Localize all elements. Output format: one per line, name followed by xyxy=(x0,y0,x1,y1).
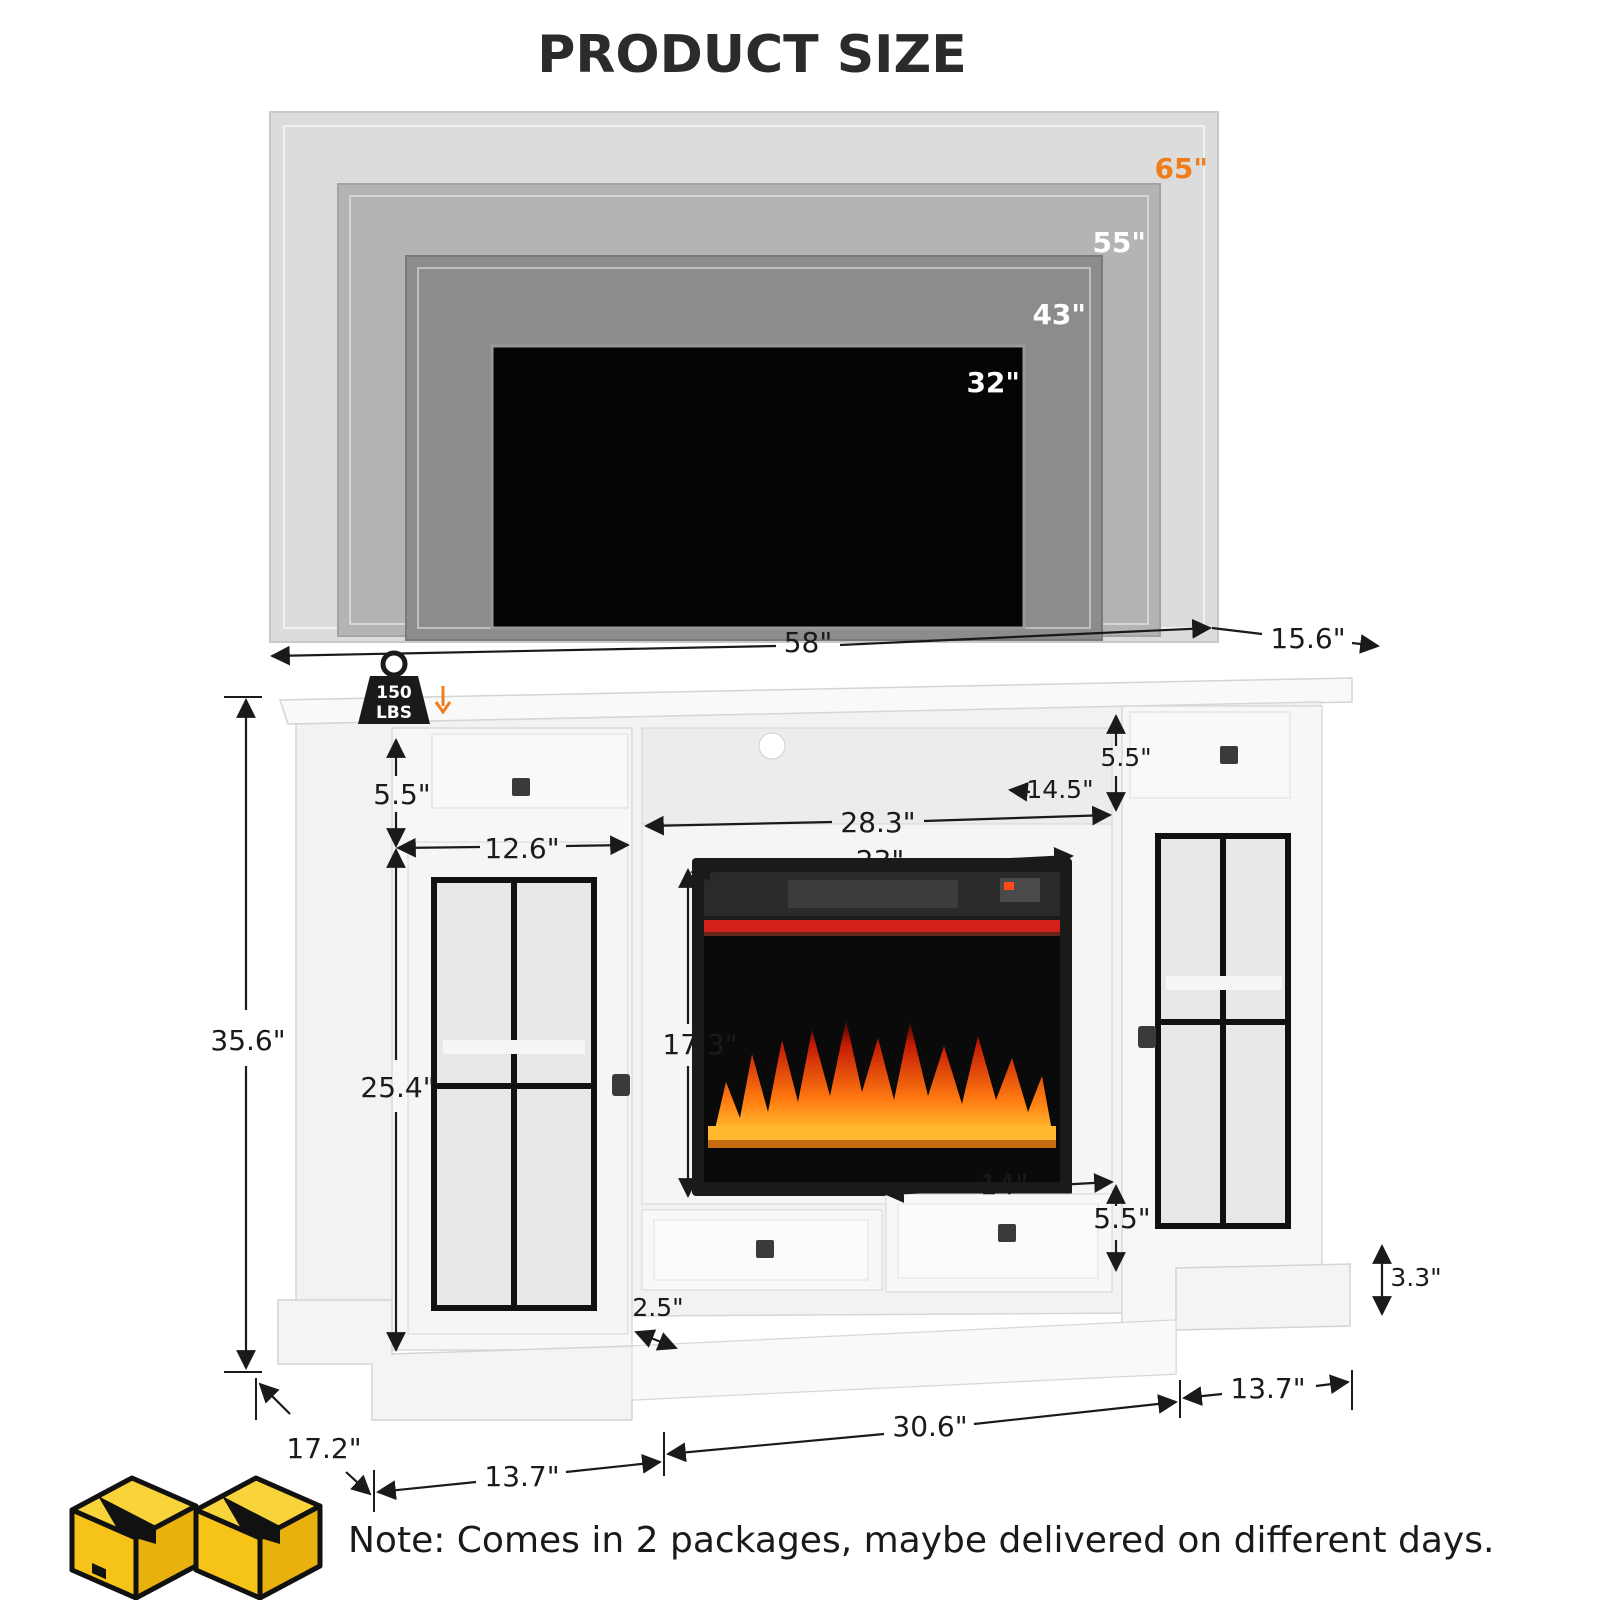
step-depth-label: 2.5" xyxy=(632,1293,683,1322)
weight-value: 150 xyxy=(376,683,412,703)
tv-32-label: 32" xyxy=(966,366,1020,399)
shelf-depth-label: 14.5" xyxy=(1026,775,1093,804)
tv-55-label: 55" xyxy=(1092,226,1146,259)
base-left-width-label: 13.7" xyxy=(484,1460,559,1493)
tv-65-label: 65" xyxy=(1154,152,1208,185)
tv-32-screen xyxy=(490,344,1026,630)
fireplace-tv-stand xyxy=(277,677,1353,1421)
right-drawer-knob xyxy=(1220,746,1238,764)
base-depth-label: 17.2" xyxy=(286,1432,361,1465)
left-drawer-knob xyxy=(512,778,530,796)
side-width-label: 12.6" xyxy=(484,832,559,865)
base-height-label: 3.3" xyxy=(1390,1263,1441,1292)
top-width-label: 58" xyxy=(784,626,833,659)
center-width-label: 28.3" xyxy=(840,806,915,839)
weight-capacity-badge: 150 LBS xyxy=(358,650,452,724)
electric-fireplace xyxy=(692,858,1072,1196)
base-right-width-label: 13.7" xyxy=(1230,1372,1305,1405)
bottom-drawer-knob-left xyxy=(756,1240,774,1258)
total-height-label: 35.6" xyxy=(210,1024,285,1057)
bottom-drawer-knob-right xyxy=(998,1224,1016,1242)
cabinet-height-label: 25.4" xyxy=(360,1071,435,1104)
weight-unit: LBS xyxy=(376,703,412,723)
page-title: PRODUCT SIZE xyxy=(537,25,967,85)
tv-size-comparison: 65" 55" 43" 32" xyxy=(269,111,1219,643)
base-center-width-label: 30.6" xyxy=(892,1410,967,1443)
bottom-drawer-height-label: 5.5" xyxy=(1093,1202,1150,1235)
bottom-drawer-width-label: 14" xyxy=(980,1168,1029,1201)
fireplace-width-label: 23" xyxy=(856,844,905,877)
packages-icon xyxy=(69,1475,323,1600)
left-drawer-height-label: 5.5" xyxy=(373,778,430,811)
right-drawer-height-label: 5.5" xyxy=(1100,743,1151,772)
top-depth-label: 15.6" xyxy=(1270,622,1345,655)
packages-note: Note: Comes in 2 packages, maybe deliver… xyxy=(348,1520,1494,1561)
fireplace-height-label: 17.3" xyxy=(662,1028,737,1061)
tv-43-label: 43" xyxy=(1032,298,1086,331)
